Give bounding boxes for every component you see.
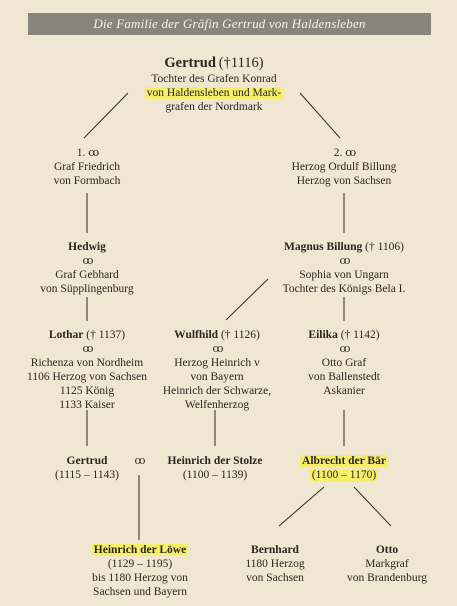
lothar-line-4: 1133 Kaiser: [59, 399, 115, 411]
eilika-line-1: Otto Graf: [321, 357, 367, 369]
gertrud2-dates: (1115 – 1143): [55, 469, 119, 481]
node-bernhard: Bernhard 1180 Herzog von Sachsen: [230, 543, 320, 585]
otto-line-2: von Brandenburg: [347, 572, 427, 584]
bernhard-name: Bernhard: [251, 544, 299, 556]
magnus-line-1: Sophia von Ungarn: [299, 269, 389, 281]
marriage-icon: ꝏ: [82, 343, 94, 355]
lothar-line-1: Richenza von Nordheim: [30, 357, 144, 369]
hedwig-line-2: von Süpplingenburg: [40, 283, 134, 295]
heinrich-stolze-name: Heinrich der Stolze: [167, 455, 263, 467]
hedwig-line-1: Graf Gebhard: [55, 269, 119, 281]
root-name: Gertrud: [164, 55, 216, 71]
heinrich-loewe-line-2: bis 1180 Herzog von: [92, 572, 188, 584]
marriage-icon: ꝏ: [88, 147, 99, 159]
eilika-dates: († 1142): [340, 329, 380, 341]
marriage-icon: ꝏ: [212, 343, 224, 355]
husband2-number: 2.: [333, 147, 343, 159]
wulfhild-line-3: Heinrich der Schwarze,: [162, 385, 272, 397]
husband2-line-1: Herzog Ordulf Billung: [291, 161, 397, 173]
marriage-icon: ꝏ: [82, 255, 94, 267]
lothar-dates: († 1137): [86, 329, 126, 341]
otto-name: Otto: [375, 544, 399, 556]
wulfhild-dates: († 1126): [220, 329, 260, 341]
heinrich-stolze-dates: (1100 – 1139): [182, 469, 248, 481]
bernhard-line-2: von Sachsen: [246, 572, 304, 584]
husband1-line-1: Graf Friedrich: [53, 161, 121, 173]
wulfhild-line-2: von Bayern: [190, 371, 244, 383]
wulfhild-line-4: Welfenherzog: [184, 399, 250, 411]
root-line-1: Tochter des Grafen Konrad: [151, 73, 277, 85]
albrecht-name: Albrecht der Bär: [300, 455, 388, 467]
magnus-dates: († 1106): [365, 241, 405, 253]
node-gertrud-daughter: Gertrud (1115 – 1143): [32, 454, 142, 482]
node-heinrich-loewe: Heinrich der Löwe (1129 – 1195) bis 1180…: [72, 543, 208, 599]
marriage-icon: ꝏ: [339, 255, 351, 267]
marriage-icon-gertrud-heinrich: ꝏ: [134, 455, 146, 467]
heinrich-loewe-name: Heinrich der Löwe: [91, 544, 189, 556]
heinrich-loewe-line-1: (1129 – 1195): [107, 558, 173, 570]
line-albrecht-otto: [353, 486, 392, 527]
heinrich-loewe-line-3: Sachsen und Bayern: [93, 586, 187, 598]
node-lothar: Lothar († 1137) ꝏ Richenza von Nordheim …: [12, 328, 162, 412]
husband1-number: 1.: [76, 147, 86, 159]
node-heinrich-stolze: Heinrich der Stolze (1100 – 1139): [150, 454, 280, 482]
marriage-icon: ꝏ: [339, 343, 351, 355]
magnus-line-2: Tochter des Königs Bela I.: [282, 283, 406, 295]
magnus-name: Magnus Billung: [283, 241, 363, 253]
node-hedwig: Hedwig ꝏ Graf Gebhard von Süpplingenburg: [22, 240, 152, 296]
lothar-line-3: 1125 König: [59, 385, 115, 397]
husband1-line-2: von Formbach: [53, 175, 121, 187]
root-line-3: grafen der Nordmark: [165, 101, 263, 113]
eilika-name: Eilika: [308, 329, 338, 341]
bernhard-line-1: 1180 Herzog: [245, 558, 305, 570]
gertrud2-name: Gertrud: [66, 455, 108, 467]
diagram-title: Die Familie der Gräfin Gertrud von Halde…: [93, 16, 366, 31]
node-eilika: Eilika († 1142) ꝏ Otto Graf von Ballenst…: [289, 328, 399, 398]
wulfhild-line-1: Herzog Heinrich v: [174, 357, 260, 369]
node-otto: Otto Markgraf von Brandenburg: [337, 543, 437, 585]
title-banner: Die Familie der Gräfin Gertrud von Halde…: [28, 13, 431, 35]
lothar-name: Lothar: [48, 329, 84, 341]
line-albrecht-bernhard: [278, 486, 325, 527]
wulfhild-name: Wulfhild: [174, 329, 219, 341]
lothar-line-2: 1106 Herzog von Sachsen: [27, 371, 147, 383]
line-root-husband2: [299, 92, 341, 139]
hedwig-name: Hedwig: [68, 241, 106, 253]
line-root-husband1: [83, 92, 129, 139]
eilika-line-3: Askanier: [323, 385, 365, 397]
husband2-line-2: Herzog von Sachsen: [296, 175, 392, 187]
node-husband1: 1. ꝏ Graf Friedrich von Formbach: [27, 146, 147, 188]
marriage-icon: ꝏ: [345, 147, 356, 159]
otto-line-1: Markgraf: [365, 558, 409, 570]
node-husband2: 2. ꝏ Herzog Ordulf Billung Herzog von Sa…: [274, 146, 414, 188]
node-magnus: Magnus Billung († 1106) ꝏ Sophia von Ung…: [268, 240, 420, 296]
node-wulfhild: Wulfhild († 1126) ꝏ Herzog Heinrich v vo…: [150, 328, 284, 412]
line-magnus-wulfhild: [225, 278, 269, 321]
node-gertrud-root: Gertrud (†1116) Tochter des Grafen Konra…: [134, 55, 294, 114]
eilika-line-2: von Ballenstedt: [308, 371, 380, 383]
root-dates: (†1116): [218, 55, 264, 71]
root-line-2: von Haldensleben und Mark-: [144, 87, 284, 99]
albrecht-dates: (1100 – 1170): [309, 469, 379, 481]
node-albrecht: Albrecht der Bär (1100 – 1170): [284, 454, 404, 482]
